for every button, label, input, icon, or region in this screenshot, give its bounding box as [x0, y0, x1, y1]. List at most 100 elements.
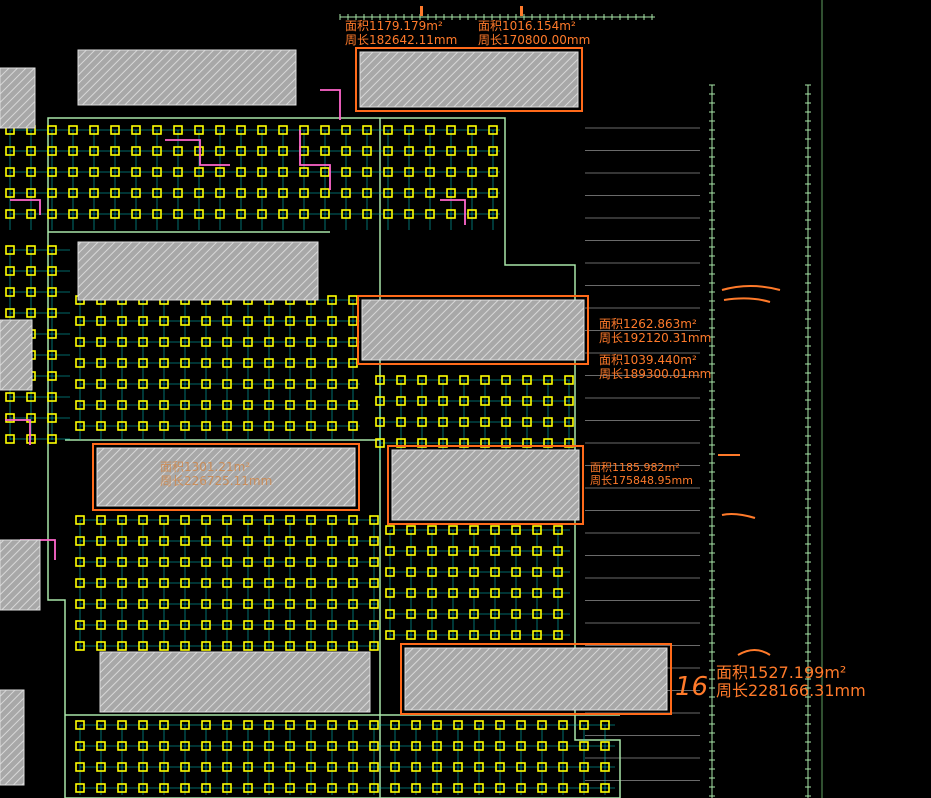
column [306, 536, 316, 546]
area-label-mid-left: 面积1301.21m² 周长226725.11mm [160, 460, 272, 488]
column [501, 396, 511, 406]
column [553, 588, 563, 598]
column [264, 358, 274, 368]
column [369, 515, 379, 525]
column [453, 720, 463, 730]
column [236, 209, 246, 219]
column [278, 188, 288, 198]
column [138, 557, 148, 567]
column [26, 188, 36, 198]
column [26, 392, 36, 402]
column [306, 379, 316, 389]
column [600, 741, 610, 751]
column [543, 417, 553, 427]
column [369, 557, 379, 567]
column [159, 783, 169, 793]
column [215, 188, 225, 198]
column [600, 783, 610, 793]
building-footprint [0, 319, 33, 391]
column [553, 567, 563, 577]
column [201, 620, 211, 630]
column [194, 167, 204, 177]
column [117, 762, 127, 772]
column [425, 209, 435, 219]
column [425, 146, 435, 156]
column [180, 783, 190, 793]
building-footprint [99, 651, 371, 713]
column [495, 762, 505, 772]
column [369, 620, 379, 630]
column [406, 609, 416, 619]
column [68, 188, 78, 198]
column [180, 379, 190, 389]
column [96, 783, 106, 793]
column [327, 578, 337, 588]
column [173, 209, 183, 219]
column [152, 125, 162, 135]
area-label-right-lower: 面积1185.982m² 周长175848.95mm [590, 461, 693, 487]
column [47, 167, 57, 177]
column [180, 515, 190, 525]
column [26, 266, 36, 276]
column [327, 599, 337, 609]
column [327, 536, 337, 546]
column [236, 167, 246, 177]
column [5, 287, 15, 297]
column [110, 209, 120, 219]
column [5, 188, 15, 198]
column [131, 125, 141, 135]
column [180, 578, 190, 588]
column [306, 358, 316, 368]
column [138, 641, 148, 651]
column [341, 209, 351, 219]
column [453, 741, 463, 751]
column [159, 599, 169, 609]
column [117, 337, 127, 347]
column [243, 641, 253, 651]
column [96, 515, 106, 525]
column [47, 125, 57, 135]
column [180, 599, 190, 609]
column [264, 316, 274, 326]
column [404, 167, 414, 177]
column [26, 413, 36, 423]
column [516, 762, 526, 772]
column [215, 209, 225, 219]
column [532, 567, 542, 577]
column [96, 641, 106, 651]
column [264, 515, 274, 525]
column [320, 146, 330, 156]
column [152, 167, 162, 177]
column [243, 400, 253, 410]
column [180, 400, 190, 410]
column [383, 125, 393, 135]
column [469, 609, 479, 619]
column [537, 720, 547, 730]
column [385, 630, 395, 640]
column [285, 358, 295, 368]
column [553, 630, 563, 640]
column [490, 567, 500, 577]
column [383, 209, 393, 219]
column [159, 620, 169, 630]
column [117, 515, 127, 525]
column [341, 167, 351, 177]
column [110, 167, 120, 177]
column [138, 379, 148, 389]
column [320, 209, 330, 219]
column [469, 567, 479, 577]
column [362, 209, 372, 219]
column [243, 620, 253, 630]
column [406, 546, 416, 556]
column [383, 167, 393, 177]
column [432, 741, 442, 751]
column [131, 146, 141, 156]
column [362, 146, 372, 156]
column [26, 209, 36, 219]
column [306, 783, 316, 793]
column [201, 536, 211, 546]
column [469, 525, 479, 535]
area-label-top-right: 面积1016.154m² 周长170800.00mm [478, 19, 590, 47]
column [26, 308, 36, 318]
